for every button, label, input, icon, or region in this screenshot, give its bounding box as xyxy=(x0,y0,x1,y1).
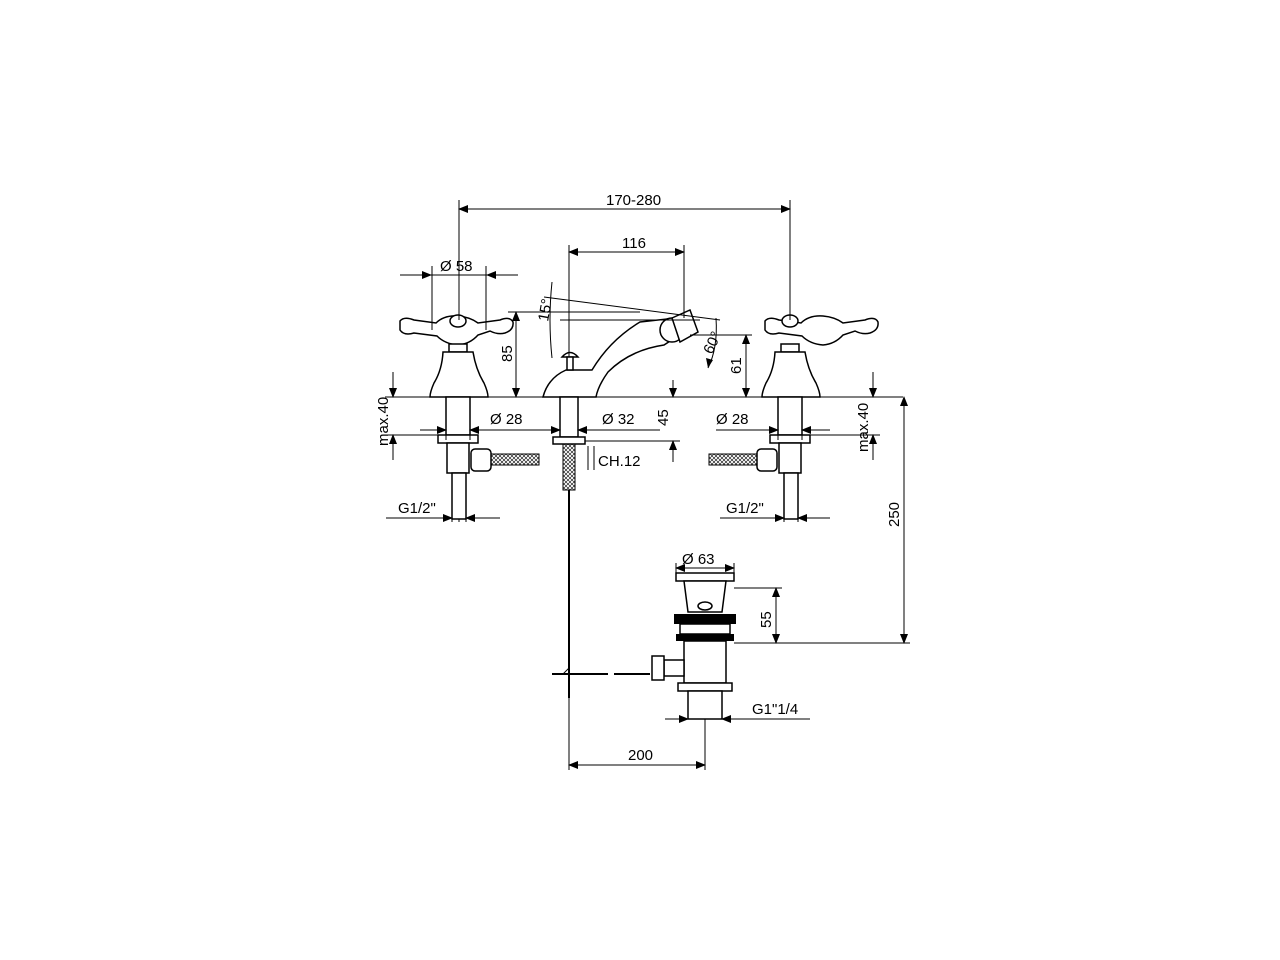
right-nut xyxy=(769,434,811,444)
left-hose xyxy=(490,453,540,466)
label-left-inlet: G1/2" xyxy=(398,500,436,517)
label-left-max: max.40 xyxy=(375,397,392,446)
left-valve xyxy=(399,314,540,522)
left-connector xyxy=(470,448,492,472)
label-waste-outlet: G1"1/4 xyxy=(752,701,798,718)
waste-washer xyxy=(674,614,736,624)
waste-assembly xyxy=(614,572,736,720)
popup-knob xyxy=(560,351,580,358)
label-right-inlet: G1/2" xyxy=(726,500,764,517)
right-hose xyxy=(708,453,758,466)
left-valve-neck xyxy=(448,343,468,353)
left-handle-cap xyxy=(449,314,467,328)
center-thread xyxy=(562,443,576,491)
right-connector xyxy=(756,448,778,472)
label-base-diameter: Ø 32 xyxy=(602,411,635,428)
waste-body xyxy=(683,640,727,684)
label-handle-diameter: Ø 58 xyxy=(440,258,473,275)
label-nozzle-height: 61 xyxy=(728,357,745,374)
right-valve-body xyxy=(761,351,821,398)
label-rod-offset: 200 xyxy=(628,747,653,764)
label-spout-reach: 116 xyxy=(622,235,646,252)
label-right-shank: Ø 28 xyxy=(716,411,749,428)
label-tilt-down: 60° xyxy=(700,329,725,357)
label-left-shank: Ø 28 xyxy=(490,411,523,428)
center-nut xyxy=(552,436,586,445)
label-spout-height: 85 xyxy=(499,345,516,362)
label-waste-height: 250 xyxy=(886,502,903,527)
waste-lever-housing xyxy=(663,659,685,677)
left-shank xyxy=(445,396,471,436)
label-overall-width: 170-280 xyxy=(606,192,661,209)
waste-flange xyxy=(675,572,735,582)
label-right-max: max.40 xyxy=(855,403,872,452)
label-base-height: 45 xyxy=(655,409,672,426)
left-valve-body xyxy=(429,351,489,398)
dimension-lines xyxy=(385,200,910,770)
right-shank xyxy=(777,396,803,436)
left-handle-lever xyxy=(399,315,514,346)
label-waste-flange: 55 xyxy=(758,611,775,628)
spout-body xyxy=(542,308,699,698)
waste-plug xyxy=(697,601,713,611)
label-wrench: CH.12 xyxy=(598,453,641,470)
label-waste-diameter: Ø 63 xyxy=(682,551,715,568)
left-nut xyxy=(437,434,479,444)
center-stem xyxy=(559,396,579,438)
label-tilt-up: 15° xyxy=(535,297,556,322)
